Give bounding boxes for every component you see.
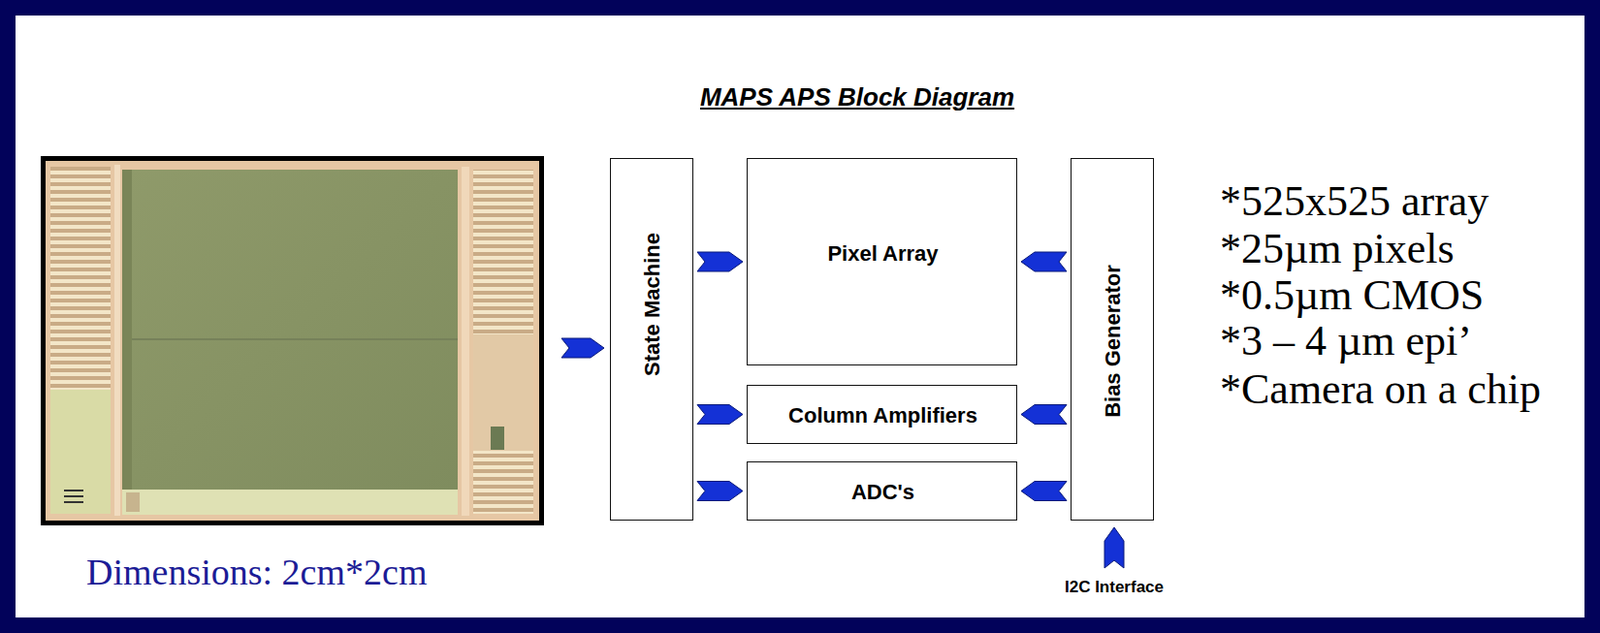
block-box: Column Amplifiers <box>746 384 1018 445</box>
block-arrow <box>697 252 743 272</box>
i2c-arrow <box>1104 527 1124 569</box>
block-arrow <box>1021 481 1067 502</box>
block-box: State Machine <box>609 158 694 521</box>
interface-label: I2C Interface <box>1064 577 1164 598</box>
dimension-note: Dimensions: 2cm*2cm <box>86 550 427 594</box>
block-arrow <box>1021 252 1067 272</box>
block-arrow <box>1021 405 1067 425</box>
block-label: Bias Generator <box>1100 264 1126 418</box>
spec-bullet: *525x525 array <box>1219 176 1489 226</box>
block-label: Pixel Array <box>827 241 938 267</box>
spec-bullet: *3 – 4 µm epi’ <box>1219 316 1472 366</box>
block-arrow <box>697 481 743 502</box>
diagram-title: MAPS APS Block Diagram <box>700 82 1015 113</box>
block-label: State Machine <box>640 232 666 377</box>
block-box: ADC's <box>746 461 1018 521</box>
spec-bullet: *0.5µm CMOS <box>1219 270 1484 320</box>
block-box: Bias Generator <box>1070 158 1154 521</box>
spec-bullet: *Camera on a chip <box>1219 364 1541 415</box>
input-arrow <box>561 338 605 358</box>
spec-bullet: *25µm pixels <box>1219 224 1455 274</box>
block-arrow <box>697 405 743 425</box>
block-box: Pixel Array <box>746 158 1018 366</box>
block-label: Column Amplifiers <box>788 403 978 429</box>
block-label: ADC's <box>851 480 915 506</box>
